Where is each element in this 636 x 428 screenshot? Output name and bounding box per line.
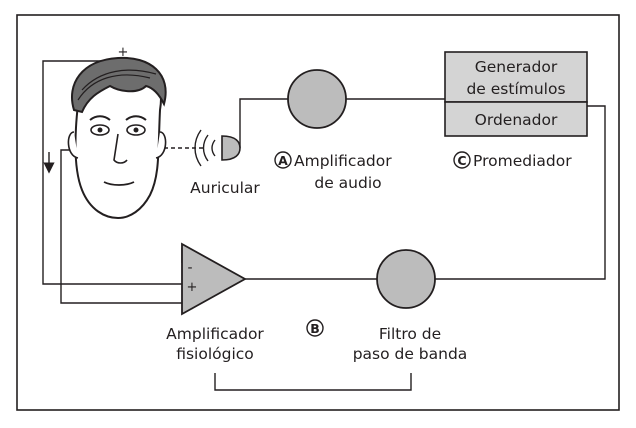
svg-text:A: A [278, 153, 288, 168]
marker-c: C [453, 151, 471, 169]
computer-label: Ordenador [475, 111, 558, 129]
generator-box [444, 51, 588, 103]
audio-amplifier-circle [287, 69, 347, 129]
generator-label-line1: Generador [475, 58, 558, 76]
patient-head [67, 56, 167, 220]
averager-label: Promediador [473, 152, 572, 170]
wire-averager-filter [435, 105, 606, 280]
audio-amp-label-line1: Amplificador [294, 152, 392, 170]
audio-amp-label-line2: de audio [314, 174, 381, 192]
earphone-label: Auricular [190, 179, 260, 197]
right-ear [155, 131, 167, 159]
marker-a: A [274, 151, 292, 169]
filter-label-line2: paso de banda [353, 345, 468, 363]
bracket-b [214, 373, 412, 391]
wire-positive-loop [42, 60, 182, 285]
physio-amp-label-line1: Amplificador [166, 325, 264, 343]
marker-b: B [306, 319, 324, 337]
nose [113, 133, 128, 164]
physio-amp-label-line2: fisiológico [176, 345, 254, 363]
amp-plus-sign: + [187, 280, 198, 295]
svg-text:B: B [310, 321, 320, 336]
electrode-plus-sign: + [118, 45, 129, 60]
diagram-border [16, 14, 620, 411]
physiological-amplifier-triangle [181, 242, 247, 316]
bandpass-filter-circle [376, 249, 436, 309]
left-ear [67, 131, 79, 159]
computer-box [444, 101, 588, 137]
generator-computer-box [444, 51, 588, 137]
filter-label-line1: Filtro de [379, 325, 441, 343]
svg-text:C: C [457, 153, 466, 168]
wire-earphone-audio [239, 98, 289, 148]
generator-label-line2: de estímulos [466, 80, 565, 98]
mouth [103, 181, 135, 186]
earphone-icon [194, 129, 241, 167]
amp-minus-sign: - [187, 260, 192, 276]
